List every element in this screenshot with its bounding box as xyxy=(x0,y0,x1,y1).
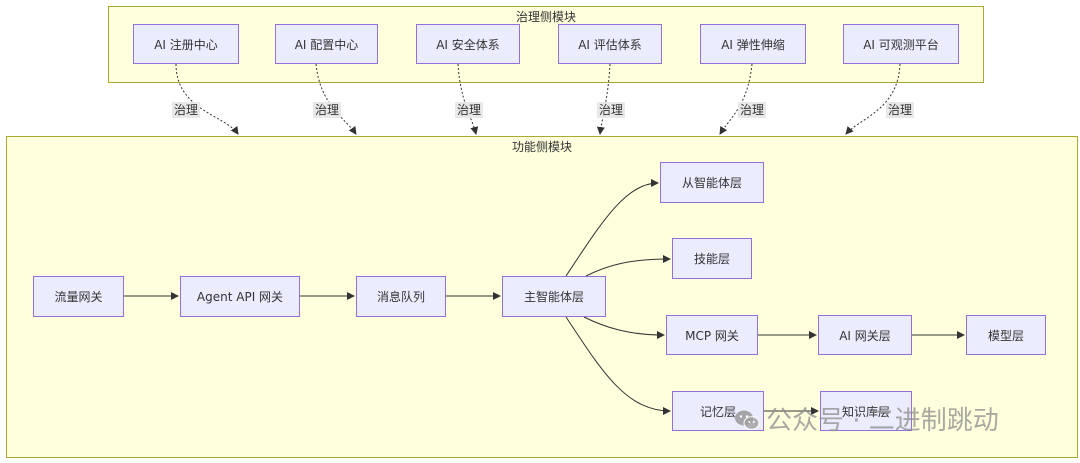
watermark-text: 公众号 · 二进制跳动 xyxy=(766,406,999,436)
wechat-icon xyxy=(734,408,760,430)
governance-edge-4 xyxy=(596,63,611,135)
node-ai-observability[interactable]: AI 可观测平台 xyxy=(843,24,959,64)
node-ai-config[interactable]: AI 配置中心 xyxy=(275,24,378,64)
edge-main-to-skills xyxy=(585,255,671,277)
node-skills[interactable]: 技能层 xyxy=(672,238,752,279)
node-ai-autoscaling[interactable]: AI 弹性伸缩 xyxy=(700,24,806,64)
node-message-queue[interactable]: 消息队列 xyxy=(356,276,446,317)
governance-edge-label-3: 治理 xyxy=(455,102,484,118)
governance-edge-3 xyxy=(457,63,479,135)
node-main-agent[interactable]: 主智能体层 xyxy=(502,276,606,317)
edge-main-to-memory xyxy=(565,316,671,415)
node-agent-api-gateway[interactable]: Agent API 网关 xyxy=(180,276,300,317)
governance-edge-1 xyxy=(175,63,239,135)
node-ai-evaluation[interactable]: AI 评估体系 xyxy=(558,24,662,64)
node-ai-gateway[interactable]: AI 网关层 xyxy=(818,315,912,355)
governance-edge-label-2: 治理 xyxy=(313,102,342,118)
edge-main-to-mcp xyxy=(583,316,665,339)
edge-main-to-sub xyxy=(565,179,659,277)
node-sub-agent[interactable]: 从智能体层 xyxy=(660,162,764,203)
governance-edge-6 xyxy=(845,63,901,135)
node-mcp-gateway[interactable]: MCP 网关 xyxy=(666,315,758,355)
node-ai-security[interactable]: AI 安全体系 xyxy=(416,24,520,64)
governance-edge-2 xyxy=(315,63,357,135)
governance-group: 治理侧模块 xyxy=(108,6,984,83)
node-model[interactable]: 模型层 xyxy=(966,315,1046,355)
governance-edge-label-5: 治理 xyxy=(738,102,767,118)
node-ai-registry[interactable]: AI 注册中心 xyxy=(133,24,239,64)
node-knowledge-base[interactable]: 知识库层 xyxy=(820,391,912,431)
governance-edge-5 xyxy=(719,63,753,135)
node-traffic-gateway[interactable]: 流量网关 xyxy=(33,276,124,317)
governance-edge-label-4: 治理 xyxy=(597,102,626,118)
watermark: 公众号 · 二进制跳动 xyxy=(734,400,999,437)
functional-group-title: 功能侧模块 xyxy=(511,140,572,154)
governance-edge-label-1: 治理 xyxy=(172,102,201,118)
governance-edge-label-6: 治理 xyxy=(886,102,915,118)
governance-group-title: 治理侧模块 xyxy=(515,10,576,24)
